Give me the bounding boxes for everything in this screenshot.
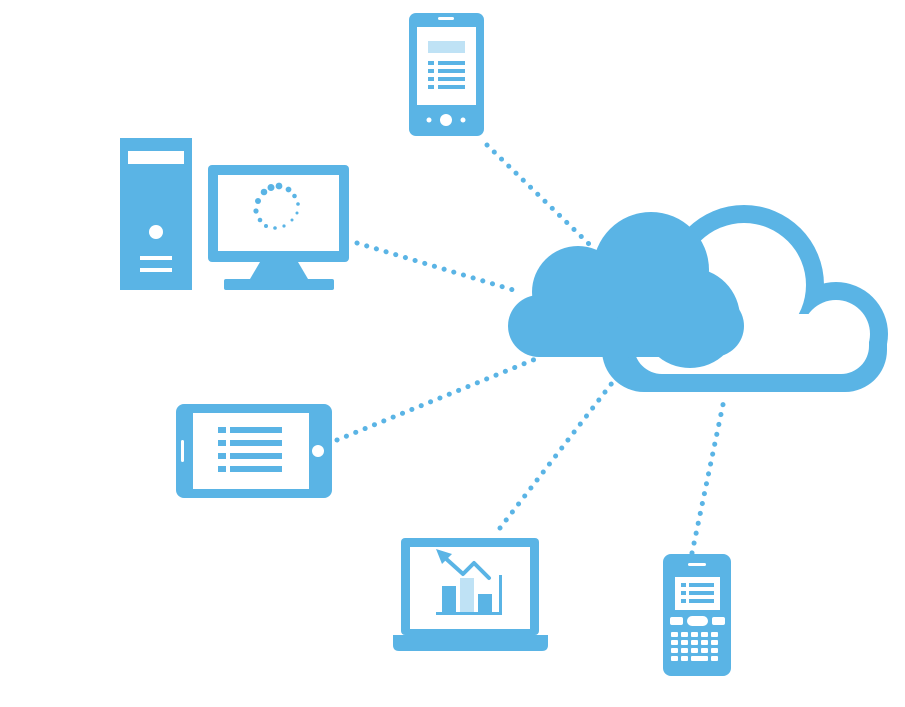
connector-tablet (334, 355, 541, 443)
smartphone-icon (409, 13, 484, 136)
keyboard-phone-icon (663, 554, 731, 676)
desktop-computer-icon (120, 138, 349, 290)
connector-laptop (497, 380, 615, 531)
trend-arrow-icon (441, 554, 491, 580)
laptop-chart-icon (393, 538, 548, 651)
connection-lines (334, 142, 728, 556)
connector-keyboard-phone (689, 392, 728, 556)
cloud-icon (508, 205, 888, 392)
connector-desktop (354, 240, 523, 295)
connector-smartphone (484, 142, 593, 248)
tablet-icon (176, 404, 332, 498)
